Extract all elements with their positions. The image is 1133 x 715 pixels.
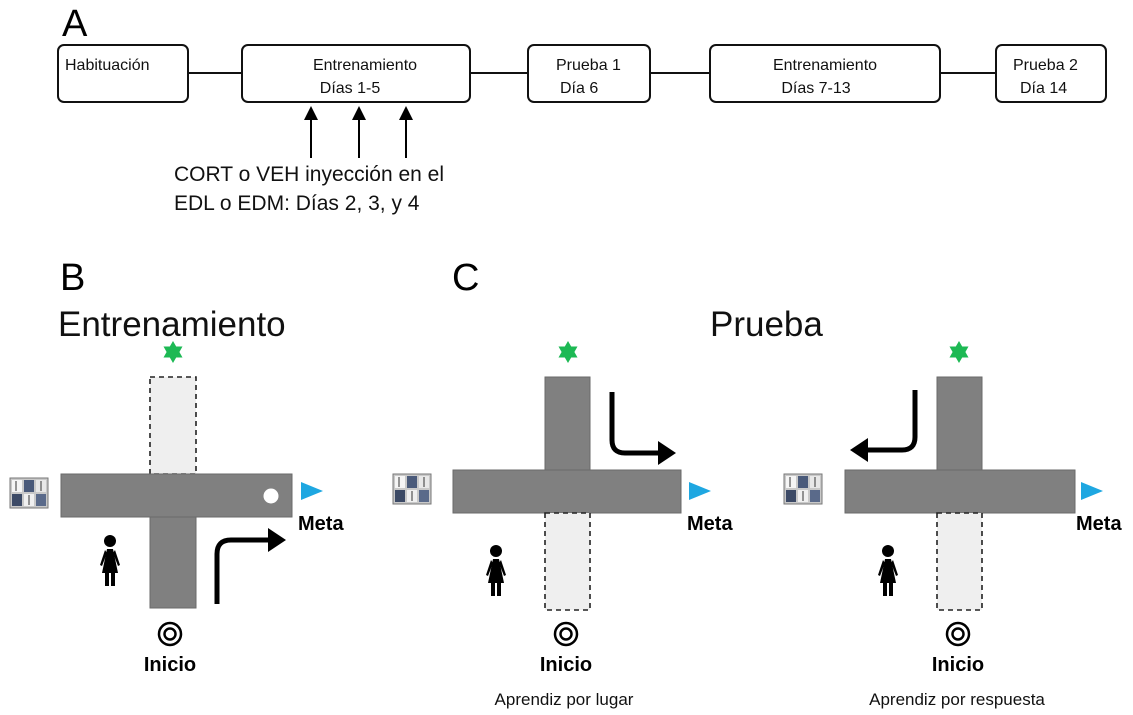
goal-label: Meta [298,513,344,535]
panel-c-title: Prueba [710,305,823,344]
timeline-box-label: Entrenamiento [313,57,417,74]
goal-triangle-icon [1081,482,1103,500]
timeline-box-habituacion: Habituación [57,44,189,103]
maze-top-arm [544,376,591,471]
star-icon [949,341,969,363]
maze-start-arm [149,516,197,609]
timeline-box-training-1: Entrenamiento Días 1-5 [241,44,471,103]
caption-response: Aprendiz por respuesta [869,690,1045,709]
timeline-box-label: Prueba 1 [556,57,621,74]
start-label: Inicio [144,654,196,676]
maze-horizontal-arm [452,469,682,514]
panel-b-letter: B [60,257,85,299]
timeline-box-sublabel: Días 7-13 [781,80,850,97]
turn-arrow-head-icon [268,528,286,552]
goal-label: Meta [1076,513,1122,535]
panel-c-letter: C [452,257,479,299]
start-label: Inicio [540,654,592,676]
injection-note-line2: EDL o EDM: Días 2, 3, y 4 [174,192,420,215]
maze-horizontal-arm [60,473,293,518]
start-label: Inicio [932,654,984,676]
probe-maze-response [844,376,1076,611]
goal-triangle-icon [689,482,711,500]
turn-arrow-head-icon [850,438,868,462]
timeline-box-training-2: Entrenamiento Días 7-13 [709,44,941,103]
goal-triangle-icon [301,482,323,500]
blocked-arm [936,512,983,611]
panel-a-letter: A [62,3,88,45]
goal-label: Meta [687,513,733,535]
goal-well [263,488,279,504]
injection-note-line1: CORT o VEH inyección en el [174,163,444,186]
training-maze [60,376,293,609]
turn-arrow-icon [214,537,268,604]
timeline-box-label: Prueba 2 [1013,57,1078,74]
panel-b-title: Entrenamiento [58,305,286,344]
timeline-box-sublabel: Día 6 [560,80,598,97]
caption-place: Aprendiz por lugar [495,690,634,709]
bookshelf-icon [783,473,823,505]
turn-arrow-icon [868,390,918,453]
turn-arrow-head-icon [658,441,676,465]
timeline-box-test-1: Prueba 1 Día 6 [527,44,651,103]
timeline-box-label: Entrenamiento [773,57,877,74]
start-target-icon [157,621,183,647]
person-icon [486,545,506,596]
maze-top-arm [936,376,983,471]
person-icon [878,545,898,596]
person-icon [100,535,120,586]
timeline-box-sublabel: Días 1-5 [320,80,381,97]
start-target-icon [553,621,579,647]
bookshelf-icon [392,473,432,505]
bookshelf-icon [9,477,49,509]
timeline-box-label: Habituación [65,57,150,74]
timeline-box-test-2: Prueba 2 Día 14 [995,44,1107,103]
turn-arrow-icon [609,392,658,456]
blocked-arm [544,512,591,611]
start-target-icon [945,621,971,647]
probe-maze-place [452,376,682,611]
star-icon [163,341,183,363]
star-icon [558,341,578,363]
timeline-box-sublabel: Día 14 [1020,80,1067,97]
maze-horizontal-arm [844,469,1076,514]
blocked-arm [149,376,197,475]
